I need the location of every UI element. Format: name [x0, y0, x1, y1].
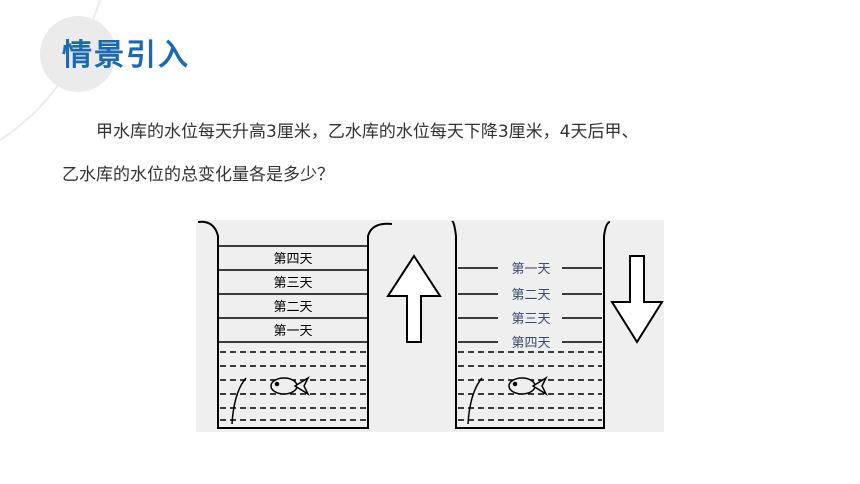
- title-badge-circle: [40, 16, 116, 92]
- fish-icon-a: [270, 375, 310, 397]
- b-label-day2: 第二天: [511, 288, 550, 303]
- fish-icon-b: [508, 375, 548, 397]
- reservoir-a-level-lines: [218, 245, 368, 343]
- arrow-down-icon: [610, 255, 664, 344]
- arrow-up-icon: [386, 254, 442, 343]
- problem-text-line-2: 乙水库的水位的总变化量各是多少？: [62, 165, 334, 185]
- b-label-day3: 第三天: [511, 312, 550, 327]
- figure-background: [196, 220, 664, 432]
- a-label-day4: 第四天: [273, 252, 312, 267]
- a-label-day3: 第三天: [273, 276, 312, 291]
- page-title: 情景引入: [62, 38, 190, 73]
- reservoir-illustration: 第四天 第三天 第二天 第一天: [196, 220, 664, 432]
- b-label-day4: 第四天: [511, 336, 550, 351]
- reservoir-b-level-ticks: [458, 267, 602, 343]
- problem-text-line-1: 甲水库的水位每天升高3厘米，乙水库的水位每天下降3厘米，4天后甲、: [96, 122, 639, 142]
- a-label-day2: 第二天: [273, 300, 312, 315]
- reservoir-a: 第四天 第三天 第二天 第一天: [197, 220, 393, 429]
- b-label-day1: 第一天: [511, 262, 550, 277]
- reservoir-figure-svg: 第四天 第三天 第二天 第一天: [196, 220, 664, 432]
- a-label-day1: 第一天: [273, 324, 312, 339]
- reservoir-b: 第一天 第二天 第三天 第四天: [451, 220, 611, 429]
